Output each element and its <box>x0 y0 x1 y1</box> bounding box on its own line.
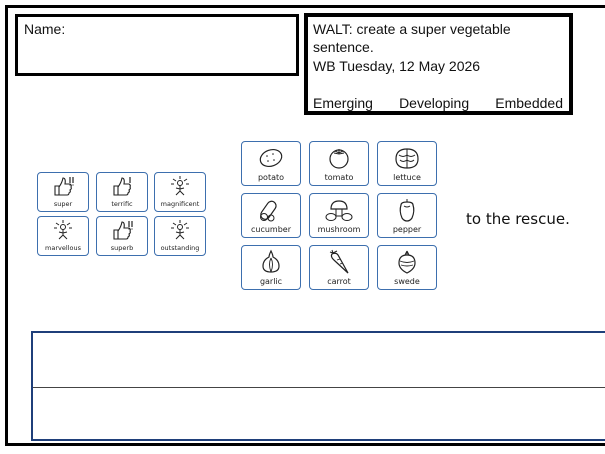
adjective-label: magnificent <box>160 200 200 208</box>
vegetable-label: potato <box>257 173 285 182</box>
vegetable-card-mushroom[interactable]: mushroom <box>309 193 369 238</box>
tomato-icon <box>329 149 349 169</box>
adjective-label: superb <box>110 244 134 252</box>
vegetable-label: swede <box>394 277 420 286</box>
garlic-icon <box>262 249 280 273</box>
vegetable-card-carrot[interactable]: carrot <box>309 245 369 290</box>
vegetable-card-cucumber[interactable]: cucumber <box>241 193 301 238</box>
vegetable-label: pepper <box>392 225 422 234</box>
week-beginning-date: WB Tuesday, 12 May 2026 <box>313 58 481 74</box>
level-embedded[interactable]: Embedded <box>495 95 563 111</box>
adjective-card-marvellous[interactable]: marvellous <box>37 216 89 256</box>
adjective-label: outstanding <box>160 244 200 252</box>
sparkle-icon <box>171 220 189 240</box>
thumbs-up-icon <box>113 177 131 196</box>
writing-line <box>33 387 605 388</box>
vegetable-card-swede[interactable]: swede <box>377 245 437 290</box>
vegetable-card-garlic[interactable]: garlic <box>241 245 301 290</box>
potato-icon <box>259 148 283 168</box>
vegetable-label: lettuce <box>393 173 421 182</box>
vegetable-label: mushroom <box>317 225 361 234</box>
name-box[interactable]: Name: <box>15 14 299 76</box>
adjective-card-magnificent[interactable]: magnificent <box>154 172 206 212</box>
cucumber-icon <box>260 200 277 222</box>
adjective-card-super[interactable]: super <box>37 172 89 212</box>
learning-objective: WALT: create a super vegetable sentence. <box>313 21 511 55</box>
level-emerging[interactable]: Emerging <box>313 95 373 111</box>
adjective-card-outstanding[interactable]: outstanding <box>154 216 206 256</box>
sentence-ending: to the rescue. <box>466 210 570 228</box>
vegetable-card-tomato[interactable]: tomato <box>309 141 369 186</box>
level-developing[interactable]: Developing <box>399 95 470 111</box>
vegetable-card-pepper[interactable]: pepper <box>377 193 437 238</box>
mushroom-icon <box>325 200 353 221</box>
adjective-card-superb[interactable]: superb <box>96 216 148 256</box>
thumbs-up-icon <box>54 177 74 196</box>
thumbs-up-icon <box>113 221 133 240</box>
carrot-icon <box>329 249 349 274</box>
sparkle-icon <box>171 176 189 196</box>
sparkle-icon <box>54 220 72 240</box>
walt-box: WALT: create a super vegetable sentence.… <box>304 13 573 115</box>
vegetable-card-potato[interactable]: potato <box>241 141 301 186</box>
vegetable-label: cucumber <box>250 225 292 234</box>
vegetable-label: carrot <box>327 277 351 286</box>
pepper-icon <box>399 199 415 222</box>
vegetable-label: tomato <box>324 173 354 182</box>
vegetable-card-lettuce[interactable]: lettuce <box>377 141 437 186</box>
swede-icon <box>398 250 416 274</box>
lettuce-icon <box>395 148 419 169</box>
adjective-label: super <box>53 200 73 208</box>
page-frame <box>5 5 605 446</box>
assessment-levels: Emerging Developing Embedded <box>313 95 563 111</box>
name-label: Name: <box>24 21 66 37</box>
adjective-card-terrific[interactable]: terrific <box>96 172 148 212</box>
adjective-label: marvellous <box>45 244 81 252</box>
adjective-label: terrific <box>111 200 133 208</box>
vegetable-label: garlic <box>259 277 283 286</box>
writing-box[interactable] <box>31 331 605 441</box>
